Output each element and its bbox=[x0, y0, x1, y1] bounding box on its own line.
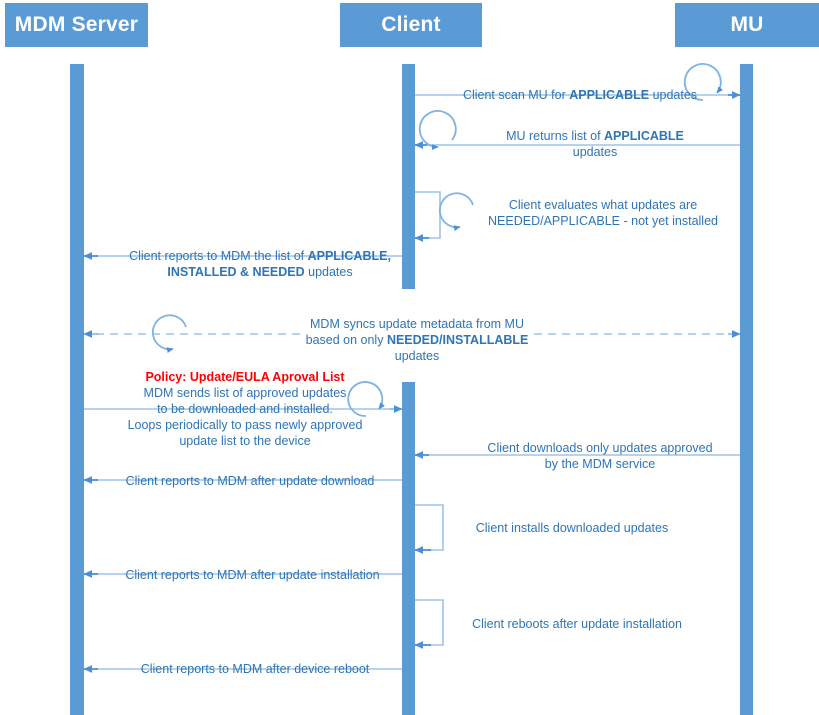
actor-label-mu: MU bbox=[730, 13, 764, 36]
message-arrow-m9 bbox=[414, 504, 444, 554]
message-label-m8: Client reports to MDM after update downl… bbox=[125, 474, 375, 488]
actor-header-client: Client bbox=[340, 3, 482, 47]
message-label-m11: Client reboots after update installation bbox=[472, 617, 682, 631]
message-arrow-m5 bbox=[83, 314, 741, 353]
message-label-m10: Client reports to MDM after update insta… bbox=[125, 568, 380, 582]
self-loop-icon-m2 bbox=[418, 110, 457, 150]
message-label-m6-policy: Policy: Update/EULA Aproval List bbox=[145, 370, 345, 384]
actor-label-client: Client bbox=[381, 13, 441, 36]
message-label-m1: Client scan MU for APPLICABLE updates bbox=[462, 88, 698, 102]
message-arrow-m2 bbox=[414, 110, 740, 150]
self-loop-icon-m5 bbox=[151, 314, 187, 353]
message-arrow-m1 bbox=[415, 63, 741, 101]
lifeline-client-lower bbox=[402, 382, 415, 715]
lifeline-mdm-server bbox=[70, 64, 84, 715]
message-arrow-m11 bbox=[414, 599, 444, 649]
message-label-m4: Client reports to MDM the list of APPLIC… bbox=[129, 249, 391, 279]
actor-header-mdm-server: MDM Server bbox=[5, 3, 148, 47]
message-arrow-m6 bbox=[84, 381, 403, 417]
lifeline-client-upper bbox=[402, 64, 415, 289]
actor-label-mdm-server: MDM Server bbox=[14, 13, 139, 36]
message-label-m9: Client installs downloaded updates bbox=[475, 521, 669, 535]
self-loop-icon-m1 bbox=[683, 63, 723, 101]
self-loop-icon-m6 bbox=[347, 381, 385, 417]
self-loop-icon-m3 bbox=[438, 192, 474, 231]
message-label-m12: Client reports to MDM after device reboo… bbox=[140, 662, 370, 676]
lifeline-mu bbox=[740, 64, 753, 715]
actor-header-mu: MU bbox=[675, 3, 819, 47]
message-arrow-m3 bbox=[414, 191, 474, 242]
